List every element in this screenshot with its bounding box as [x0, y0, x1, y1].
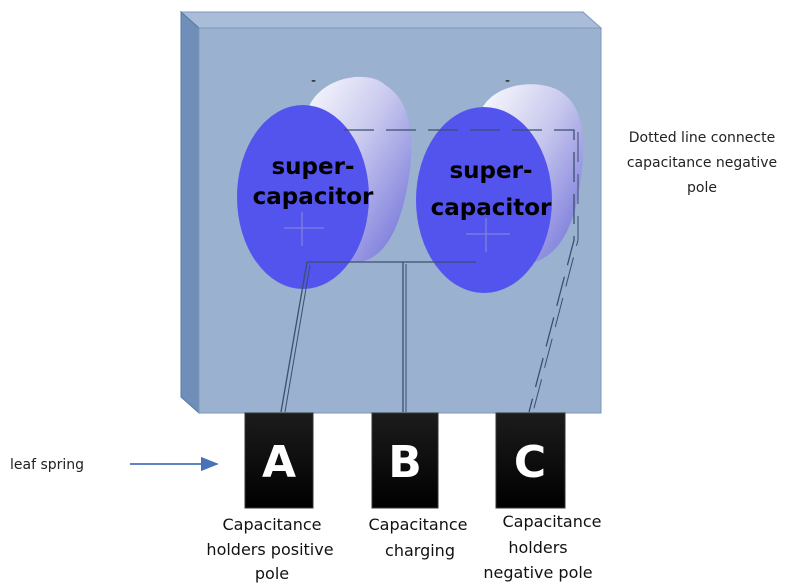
positive-wires [280, 261, 476, 413]
terminal-b-letter: B [388, 437, 422, 488]
capacitor-left-face [237, 105, 369, 289]
dotted-line-note-line1: Dotted line connecte [629, 130, 775, 146]
terminal-b-caption-line2: charging [385, 541, 455, 560]
negative-mark-left: - [311, 73, 316, 89]
terminal-c-caption-line2: holders [508, 538, 567, 557]
terminal-a-caption-line1: Capacitance [222, 515, 321, 534]
dotted-line-note-line3: pole [687, 180, 717, 196]
capacitor-right-face [416, 107, 552, 293]
terminal-b: B [371, 412, 439, 509]
terminal-c: C [495, 412, 566, 509]
terminal-c-caption-line1: Capacitance [502, 512, 601, 531]
dotted-line-note-line2: capacitance negative [627, 155, 777, 171]
capacitor-right-label-line1: super- [449, 158, 532, 184]
positive-wire-to-a [280, 261, 476, 413]
negative-mark-right: - [505, 73, 510, 89]
terminal-a-caption-line3: pole [255, 564, 289, 583]
terminal-a-caption-line2: holders positive [206, 540, 333, 559]
plus-mark-left [284, 212, 324, 246]
terminal-c-letter: C [514, 437, 546, 488]
plus-mark-right [466, 218, 510, 252]
positive-wire-to-a-shadow [284, 264, 311, 413]
capacitor-left-label-line1: super- [271, 154, 354, 180]
terminal-a-letter: A [262, 437, 296, 488]
negative-dashed-wire [344, 129, 575, 413]
board-left-side [180, 10, 200, 415]
board-top-edge [179, 11, 603, 29]
leaf-spring-label: leaf spring [10, 457, 84, 473]
capacitor-right-label-line2: capacitor [431, 195, 552, 221]
terminal-a: A [244, 412, 314, 509]
capacitor-left-label-line2: capacitor [253, 184, 374, 210]
terminal-b-caption-line1: Capacitance [368, 515, 467, 534]
capacitor-left: super- capacitor [237, 76, 412, 289]
negative-dashed-wire-shadow [532, 132, 579, 413]
terminal-c-caption-line3: negative pole [483, 563, 592, 582]
